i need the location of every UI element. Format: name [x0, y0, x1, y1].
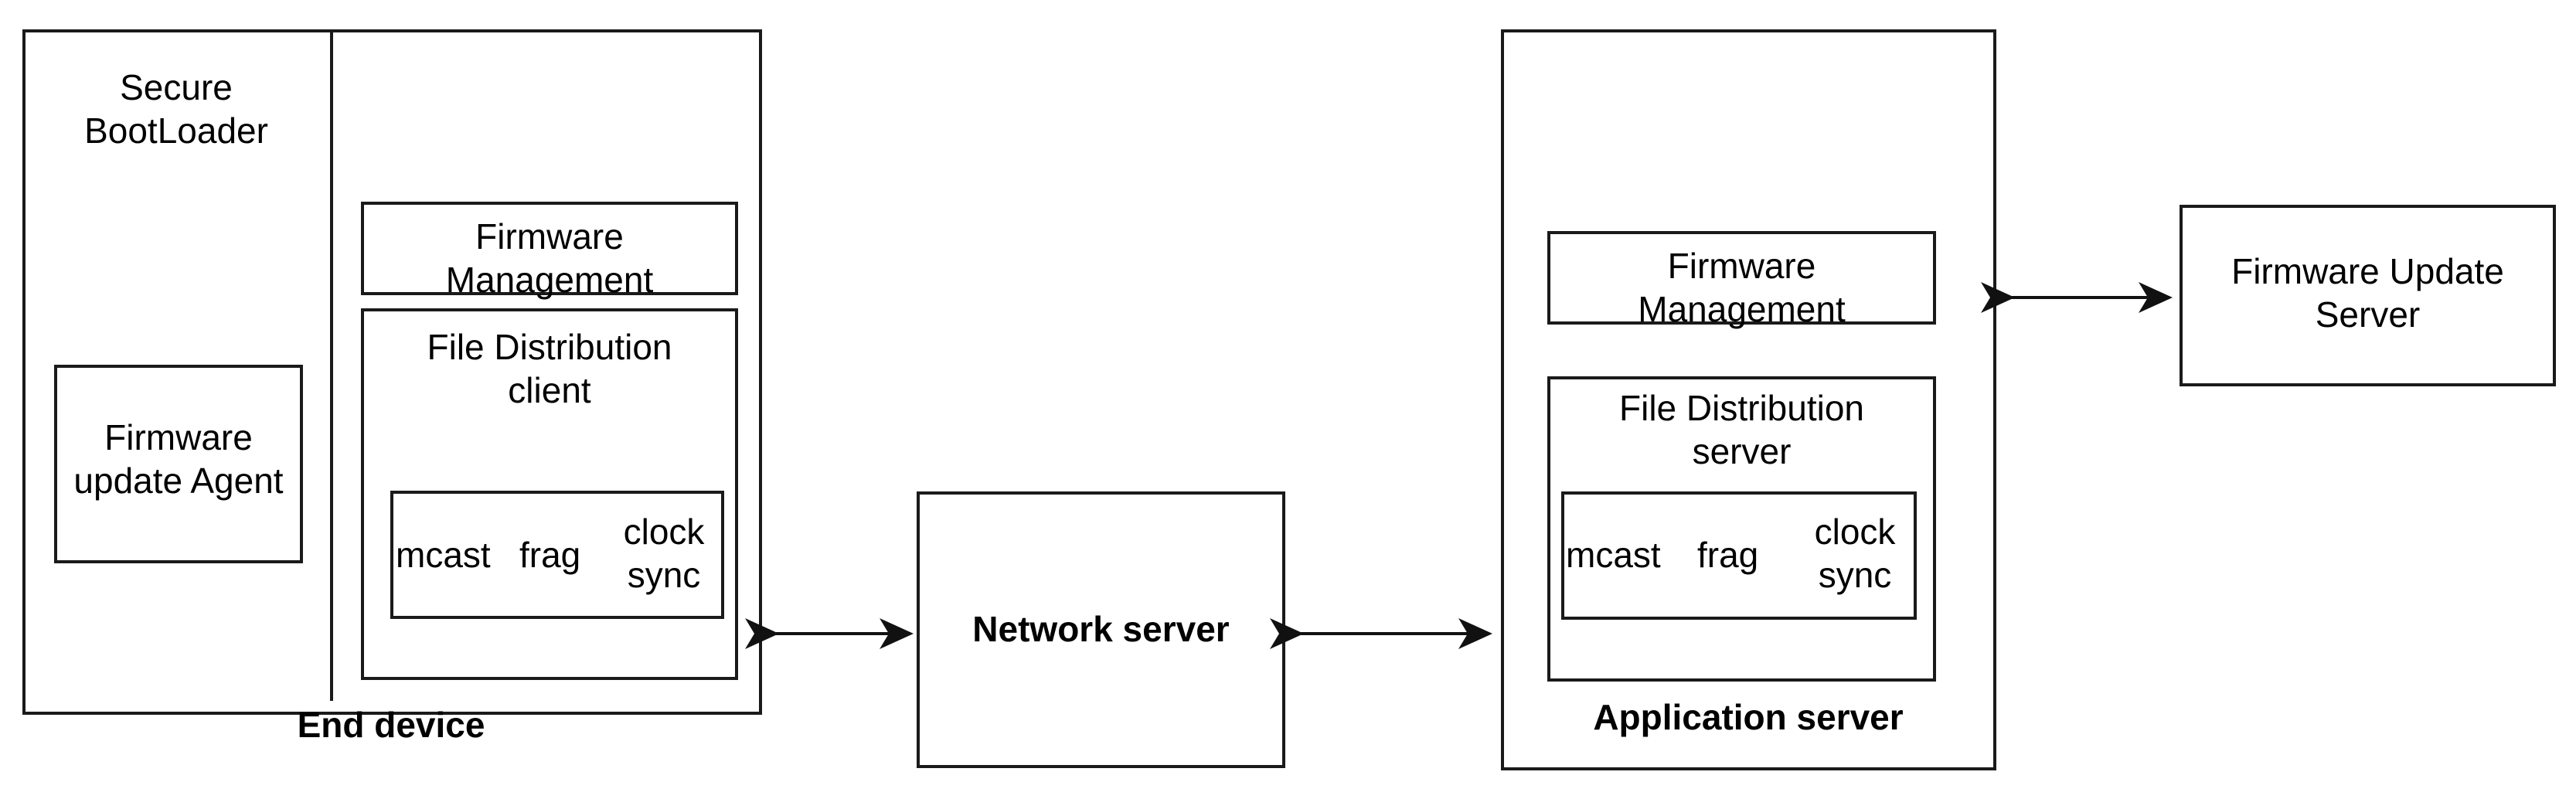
firmware-update-server-label: Firmware Update Server — [2231, 251, 2504, 335]
application-server-caption: Application server — [1593, 697, 1904, 737]
firmware-update-agent-box[interactable] — [54, 365, 303, 563]
arrow-application-server-firmware-update-server — [1981, 282, 2173, 313]
network-server-box[interactable] — [917, 491, 1285, 768]
network-server-label: Network server — [972, 609, 1230, 649]
application-server-frag-label: frag — [1697, 535, 1759, 575]
end-device-divider — [330, 31, 333, 701]
end-device-caption: End device — [297, 705, 485, 745]
end-device-frag-label: frag — [519, 535, 581, 575]
arrow-end-device-network-server — [745, 618, 914, 649]
arrow-network-server-application-server — [1270, 618, 1492, 649]
application-server-firmware-management-box[interactable] — [1547, 231, 1936, 325]
application-server-services-box[interactable] — [1561, 491, 1917, 620]
end-device-clock-sync-label: clock sync — [623, 512, 705, 596]
application-server-mcast-label: mcast — [1566, 535, 1661, 575]
end-device-mcast-label: mcast — [396, 535, 491, 575]
end-device-firmware-management-box[interactable] — [361, 202, 738, 295]
application-server-file-distribution-label: File Distribution server — [1619, 388, 1864, 472]
end-device-services-box[interactable] — [390, 491, 724, 619]
application-server-clock-sync-label: clock sync — [1814, 512, 1896, 596]
firmware-update-agent-label: Firmware update Agent — [73, 417, 284, 502]
application-server-firmware-management-label: Firmware Management — [1638, 246, 1846, 330]
firmware-update-server-box[interactable] — [2180, 205, 2556, 386]
end-device-file-distribution-label: File Distribution client — [427, 327, 672, 411]
secure-bootloader-label: Secure BootLoader — [84, 67, 268, 151]
end-device-firmware-management-label: Firmware Management — [445, 216, 654, 301]
